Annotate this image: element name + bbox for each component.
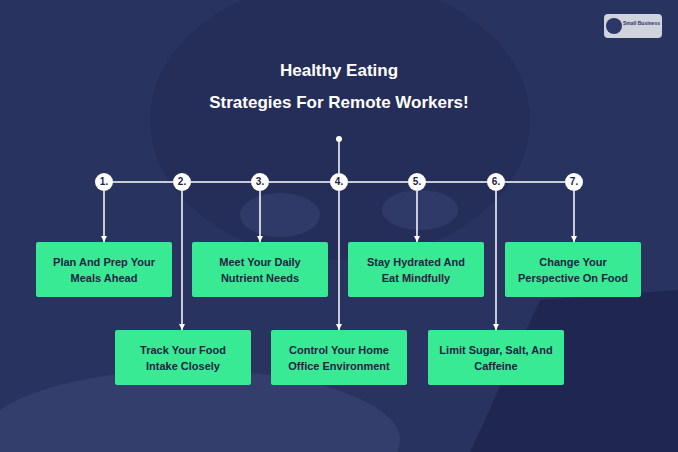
timeline-line — [505, 181, 565, 183]
strategy-text: Control Your Home Office Environment — [281, 342, 397, 374]
step-number-circle: 7. — [565, 173, 583, 191]
strategy-box: Limit Sugar, Salt, And Caffeine — [428, 330, 564, 385]
hand — [382, 190, 458, 230]
person-silhouette — [150, 0, 530, 260]
hand — [240, 193, 320, 237]
timeline-line — [113, 181, 173, 183]
strategy-text: Meet Your Daily Nutrient Needs — [202, 254, 318, 286]
timeline-line — [348, 181, 408, 183]
strategy-text: Limit Sugar, Salt, And Caffeine — [438, 342, 554, 374]
timeline-line — [269, 181, 330, 183]
strategy-text: Plan And Prep Your Meals Ahead — [46, 254, 162, 286]
step-number-circle: 1. — [95, 173, 113, 191]
strategy-box: Track Your Food Intake Closely — [115, 330, 251, 385]
arrow-connector — [103, 191, 105, 242]
timeline-stem — [338, 140, 340, 173]
step-number: 6. — [492, 176, 500, 188]
arrow-connector — [573, 191, 575, 242]
arrow-connector — [338, 191, 340, 330]
logo-badge — [604, 14, 662, 38]
title: Healthy Eating Strategies For Remote Wor… — [0, 55, 678, 119]
arrow-connector — [181, 191, 183, 330]
strategy-box: Stay Hydrated And Eat Mindfully — [348, 242, 484, 297]
arrow-connector — [259, 191, 261, 242]
strategy-box: Control Your Home Office Environment — [271, 330, 407, 385]
step-number-circle: 3. — [251, 173, 269, 191]
strategy-box: Meet Your Daily Nutrient Needs — [192, 242, 328, 297]
step-number-circle: 6. — [487, 173, 505, 191]
arrow-connector — [416, 191, 418, 242]
logo-text: Small Business — [623, 20, 660, 26]
strategy-text: Stay Hydrated And Eat Mindfully — [358, 254, 474, 286]
title-line: Healthy Eating — [0, 55, 678, 87]
logo-icon — [606, 18, 622, 34]
strategy-text: Change Your Perspective On Food — [515, 254, 631, 286]
step-number-circle: 5. — [408, 173, 426, 191]
step-number: 3. — [256, 176, 264, 188]
step-number: 7. — [570, 176, 578, 188]
step-number: 5. — [413, 176, 421, 188]
strategy-text: Track Your Food Intake Closely — [125, 342, 241, 374]
arrow-connector — [495, 191, 497, 330]
step-number-circle: 2. — [173, 173, 191, 191]
timeline-dot — [336, 136, 342, 142]
timeline-line — [426, 181, 487, 183]
strategy-box: Change Your Perspective On Food — [505, 242, 641, 297]
step-number: 1. — [100, 176, 108, 188]
step-number: 2. — [178, 176, 186, 188]
step-number-circle: 4. — [330, 173, 348, 191]
timeline-line — [191, 181, 251, 183]
title-line: Strategies For Remote Workers! — [0, 87, 678, 119]
step-number: 4. — [335, 176, 343, 188]
strategy-box: Plan And Prep Your Meals Ahead — [36, 242, 172, 297]
